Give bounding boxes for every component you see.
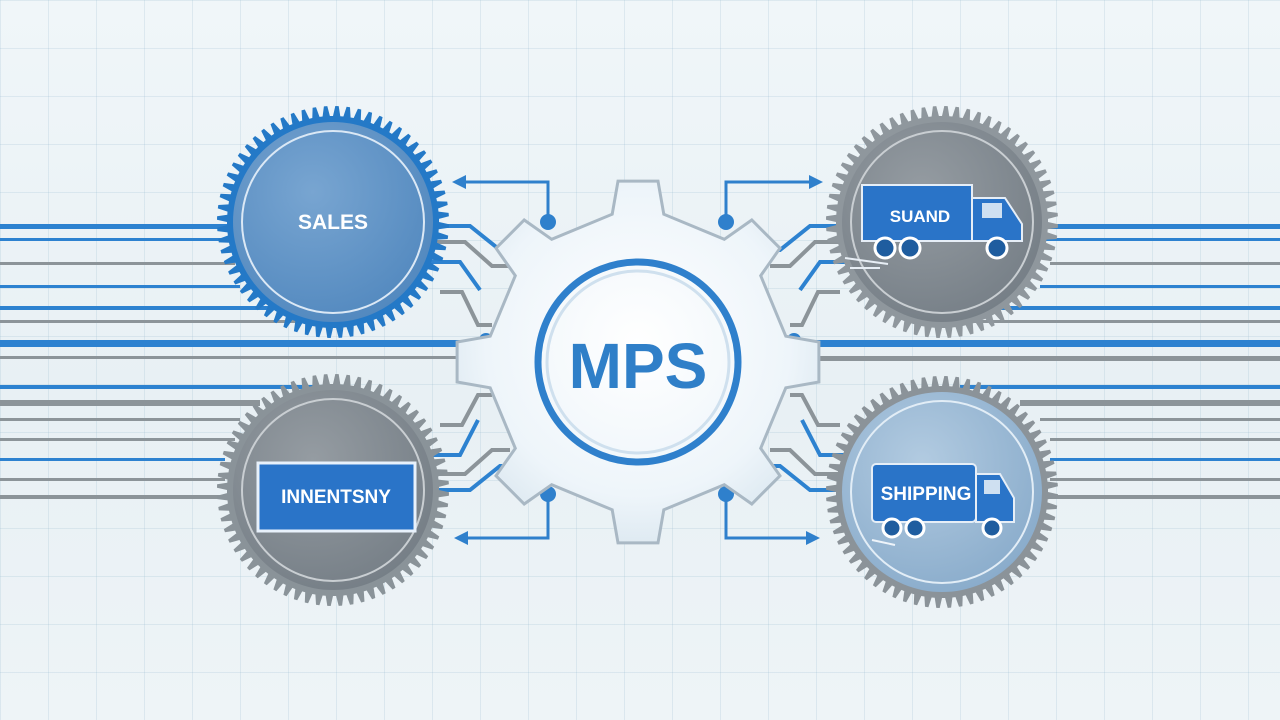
shipping-node-inner-ring — [850, 400, 1034, 584]
sales-node-face — [233, 122, 433, 322]
inventory-node-inner-ring — [241, 398, 425, 582]
arrow-to-sales — [460, 180, 550, 220]
left-flow-lines — [0, 224, 470, 499]
shipping-label: SHIPPING — [881, 484, 972, 505]
inventory-label: INNENTSNY — [281, 487, 391, 508]
sales-label: SALES — [298, 211, 368, 234]
inventory-node: INNENTSNY — [217, 374, 449, 606]
mps-hub-gear: MPS — [455, 179, 821, 545]
mps-label: MPS — [569, 330, 708, 402]
arrow-to-shipping-head — [806, 531, 820, 545]
right-flow-lines — [800, 224, 1280, 499]
arrow-to-truck — [724, 180, 815, 220]
truck-node: SUAND — [826, 106, 1058, 338]
sales-node-inner-ring — [241, 130, 425, 314]
arrow-to-inventory — [462, 496, 550, 540]
arrow-to-truck-head — [809, 175, 823, 189]
arrow-to-sales-head — [452, 175, 466, 189]
sales-node: SALES — [217, 106, 449, 338]
mps-hub-inner-ring — [545, 269, 731, 455]
truck-node-inner-ring — [850, 130, 1034, 314]
mps-hub-ring — [534, 258, 742, 466]
truck-label: SUAND — [890, 207, 950, 226]
inventory-badge — [256, 461, 417, 533]
shipping-node: SHIPPING — [826, 376, 1058, 608]
arrow-to-inventory-head — [454, 531, 468, 545]
truck-icon — [844, 184, 1023, 269]
delivery-truck-icon — [871, 463, 1015, 546]
arrow-to-shipping — [724, 496, 812, 540]
flow-arrows — [452, 175, 823, 545]
